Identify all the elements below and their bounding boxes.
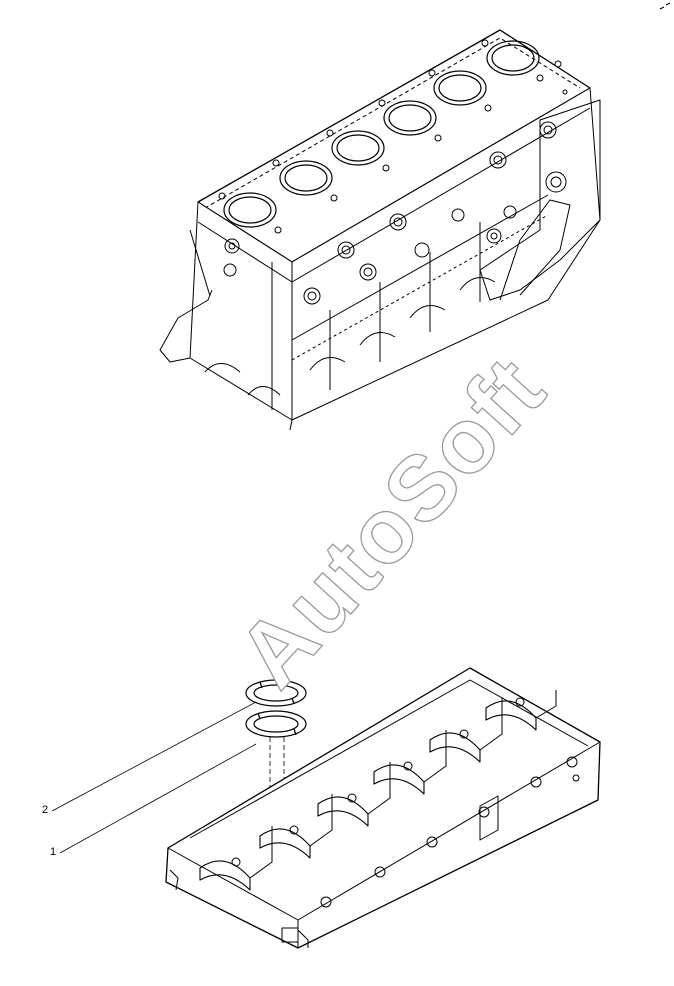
engine-block (159, 29, 601, 431)
corner-mark (659, 2, 671, 10)
callout-leader-2 (51, 701, 257, 812)
callout-label-2: 2 (42, 804, 49, 816)
callout-label-1: 1 (50, 846, 57, 858)
callout-leader-1 (59, 743, 257, 854)
thrust-washer-upper (245, 679, 307, 707)
thrust-washer-lower (245, 710, 307, 738)
bearing-ladder-frame (165, 667, 601, 949)
